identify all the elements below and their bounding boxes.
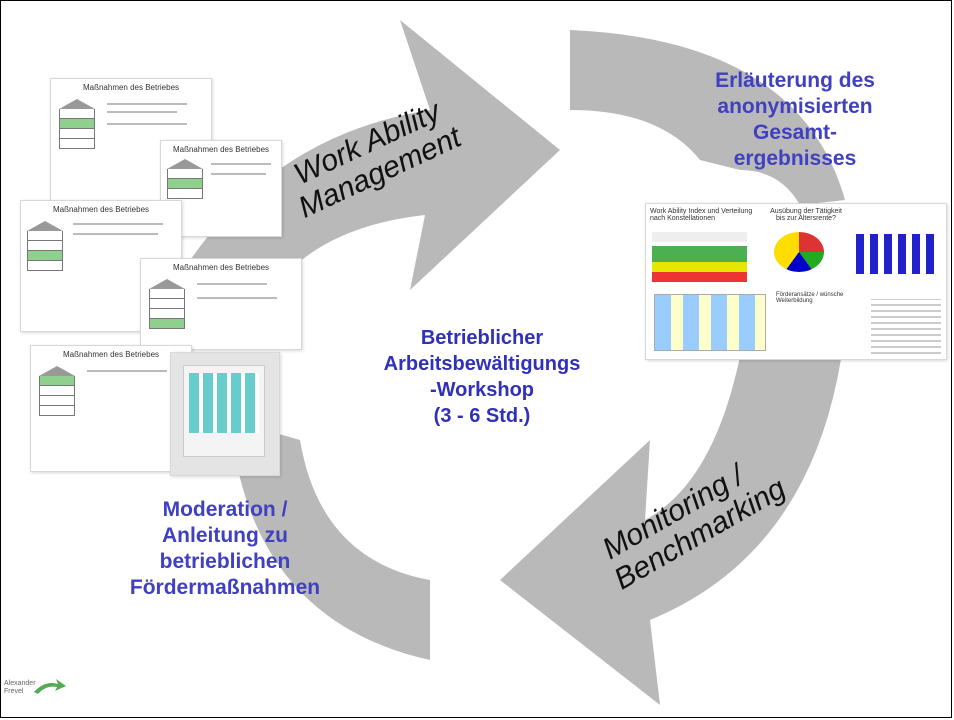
- text-erlaeuterung: Erläuterung des anonymisierten Gesamt- e…: [715, 69, 875, 170]
- arrow-monitoring: [500, 330, 845, 705]
- logo-arrow-icon: [34, 679, 66, 694]
- arrow-right-down: [570, 30, 845, 205]
- slide-thumbnail-4: Maßnahmen des Betriebes: [140, 258, 302, 350]
- slide-thumbnail-5: Maßnahmen des Betriebes: [30, 345, 192, 472]
- text-moderation: Moderation / Anleitung zu betrieblichen …: [129, 498, 321, 599]
- results-slide: Work Ability Index und Verteilung nach K…: [645, 203, 947, 360]
- workshop-photo: [170, 352, 280, 476]
- center-workshop-text: Betrieblicher Arbeitsbewältigungs -Works…: [383, 327, 581, 427]
- arrow-work-ability: [150, 20, 560, 330]
- arrow-bottom-left: [230, 420, 430, 660]
